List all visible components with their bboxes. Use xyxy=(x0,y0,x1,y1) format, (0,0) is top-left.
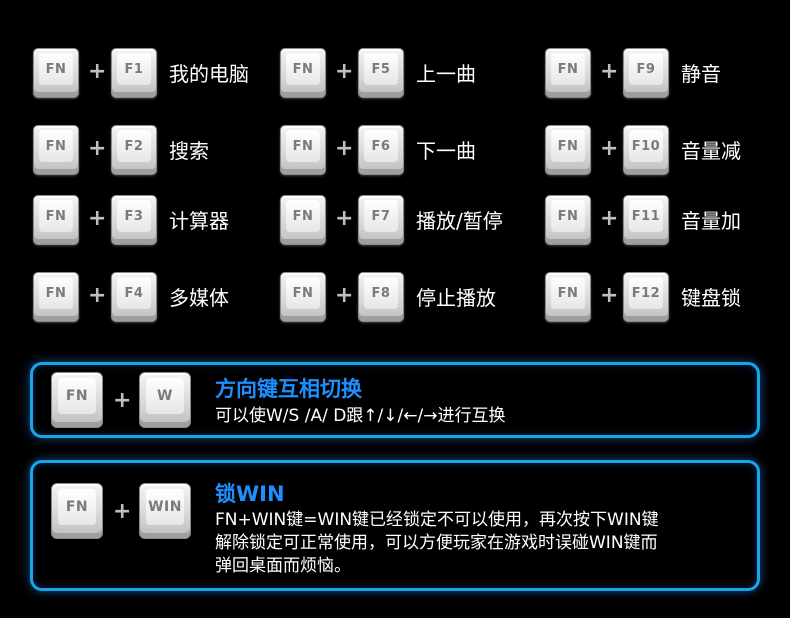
f9-function-label: 静音 xyxy=(681,62,721,86)
fn-key-legend: FN xyxy=(39,200,73,232)
f5-function-label: 上一曲 xyxy=(416,62,476,86)
f11-function-label: 音量加 xyxy=(681,209,741,233)
plus-sign: + xyxy=(113,499,132,524)
win-key: WIN xyxy=(139,483,191,539)
f2-key: F2 xyxy=(111,125,157,175)
plus-sign: + xyxy=(113,388,132,413)
f12-key: F12 xyxy=(623,272,669,322)
fn-key: FN xyxy=(545,125,591,175)
win-key-legend: WIN xyxy=(146,489,184,525)
fn-key-legend: FN xyxy=(286,277,320,309)
lock-win-description-line: 解除锁定可正常使用，可以方便玩家在游戏时误碰WIN键而 xyxy=(215,533,658,553)
f5-key-legend: F5 xyxy=(364,53,398,85)
fn-key-legend: FN xyxy=(551,130,585,162)
plus-sign: + xyxy=(335,206,354,231)
f9-key: F9 xyxy=(623,48,669,98)
plus-sign: + xyxy=(600,136,619,161)
f4-key: F4 xyxy=(111,272,157,322)
f12-key-legend: F12 xyxy=(629,277,663,309)
plus-sign: + xyxy=(88,206,107,231)
fn-key: FN xyxy=(33,272,79,322)
f11-key-legend: F11 xyxy=(629,200,663,232)
f8-function-label: 停止播放 xyxy=(416,286,496,310)
fn-key: FN xyxy=(33,48,79,98)
fn-key-legend: FN xyxy=(551,277,585,309)
lock-win-description: FN+WIN键=WIN键已经锁定不可以使用，再次按下WIN键 解除锁定可正常使用… xyxy=(215,509,745,578)
f8-key: F8 xyxy=(358,272,404,322)
fn-key: FN xyxy=(51,483,103,539)
f3-function-label: 计算器 xyxy=(169,209,229,233)
f5-key: F5 xyxy=(358,48,404,98)
f4-function-label: 多媒体 xyxy=(169,286,229,310)
f7-function-label: 播放/暂停 xyxy=(416,209,503,233)
f3-key: F3 xyxy=(111,195,157,245)
plus-sign: + xyxy=(600,59,619,84)
f2-key-legend: F2 xyxy=(117,130,151,162)
fn-key: FN xyxy=(33,125,79,175)
f2-function-label: 搜索 xyxy=(169,139,209,163)
direction-swap-title: 方向键互相切换 xyxy=(215,377,362,401)
f12-function-label: 键盘锁 xyxy=(681,286,741,310)
plus-sign: + xyxy=(88,136,107,161)
f10-function-label: 音量减 xyxy=(681,139,741,163)
f11-key: F11 xyxy=(623,195,669,245)
fn-key: FN xyxy=(545,195,591,245)
plus-sign: + xyxy=(88,283,107,308)
w-key: W xyxy=(139,372,191,428)
lock-win-title: 锁WIN xyxy=(215,482,285,506)
plus-sign: + xyxy=(600,206,619,231)
fn-key-legend: FN xyxy=(286,130,320,162)
fn-key-legend: FN xyxy=(286,200,320,232)
f10-key-legend: F10 xyxy=(629,130,663,162)
fn-key: FN xyxy=(51,372,103,428)
plus-sign: + xyxy=(335,283,354,308)
direction-swap-panel: FN + W 方向键互相切换 可以使W/S /A/ D跟↑/↓/←/→进行互换 xyxy=(30,362,760,438)
f3-key-legend: F3 xyxy=(117,200,151,232)
f1-function-label: 我的电脑 xyxy=(169,62,249,86)
fn-key: FN xyxy=(280,195,326,245)
fn-key: FN xyxy=(545,48,591,98)
plus-sign: + xyxy=(335,136,354,161)
f6-function-label: 下一曲 xyxy=(416,139,476,163)
f8-key-legend: F8 xyxy=(364,277,398,309)
fn-key: FN xyxy=(280,125,326,175)
fn-key: FN xyxy=(280,272,326,322)
f10-key: F10 xyxy=(623,125,669,175)
lock-win-panel: FN + WIN 锁WIN FN+WIN键=WIN键已经锁定不可以使用，再次按下… xyxy=(30,460,760,591)
fn-key: FN xyxy=(280,48,326,98)
fn-key: FN xyxy=(33,195,79,245)
plus-sign: + xyxy=(600,283,619,308)
direction-swap-description: 可以使W/S /A/ D跟↑/↓/←/→进行互换 xyxy=(215,406,506,426)
lock-win-description-line: 弹回桌面而烦恼。 xyxy=(215,556,351,576)
fn-key-legend: FN xyxy=(286,53,320,85)
fn-key-legend: FN xyxy=(551,53,585,85)
fn-key-legend: FN xyxy=(58,489,96,525)
plus-sign: + xyxy=(88,59,107,84)
f1-key-legend: F1 xyxy=(117,53,151,85)
fn-key-legend: FN xyxy=(551,200,585,232)
fn-key-legend: FN xyxy=(39,277,73,309)
f7-key-legend: F7 xyxy=(364,200,398,232)
f1-key: F1 xyxy=(111,48,157,98)
plus-sign: + xyxy=(335,59,354,84)
fn-key: FN xyxy=(545,272,591,322)
f4-key-legend: F4 xyxy=(117,277,151,309)
fn-key-legend: FN xyxy=(39,130,73,162)
lock-win-description-line: FN+WIN键=WIN键已经锁定不可以使用，再次按下WIN键 xyxy=(215,510,659,530)
fn-key-legend: FN xyxy=(58,378,96,414)
w-key-legend: W xyxy=(146,378,184,414)
f7-key: F7 xyxy=(358,195,404,245)
f6-key-legend: F6 xyxy=(364,130,398,162)
f6-key: F6 xyxy=(358,125,404,175)
f9-key-legend: F9 xyxy=(629,53,663,85)
fn-key-legend: FN xyxy=(39,53,73,85)
